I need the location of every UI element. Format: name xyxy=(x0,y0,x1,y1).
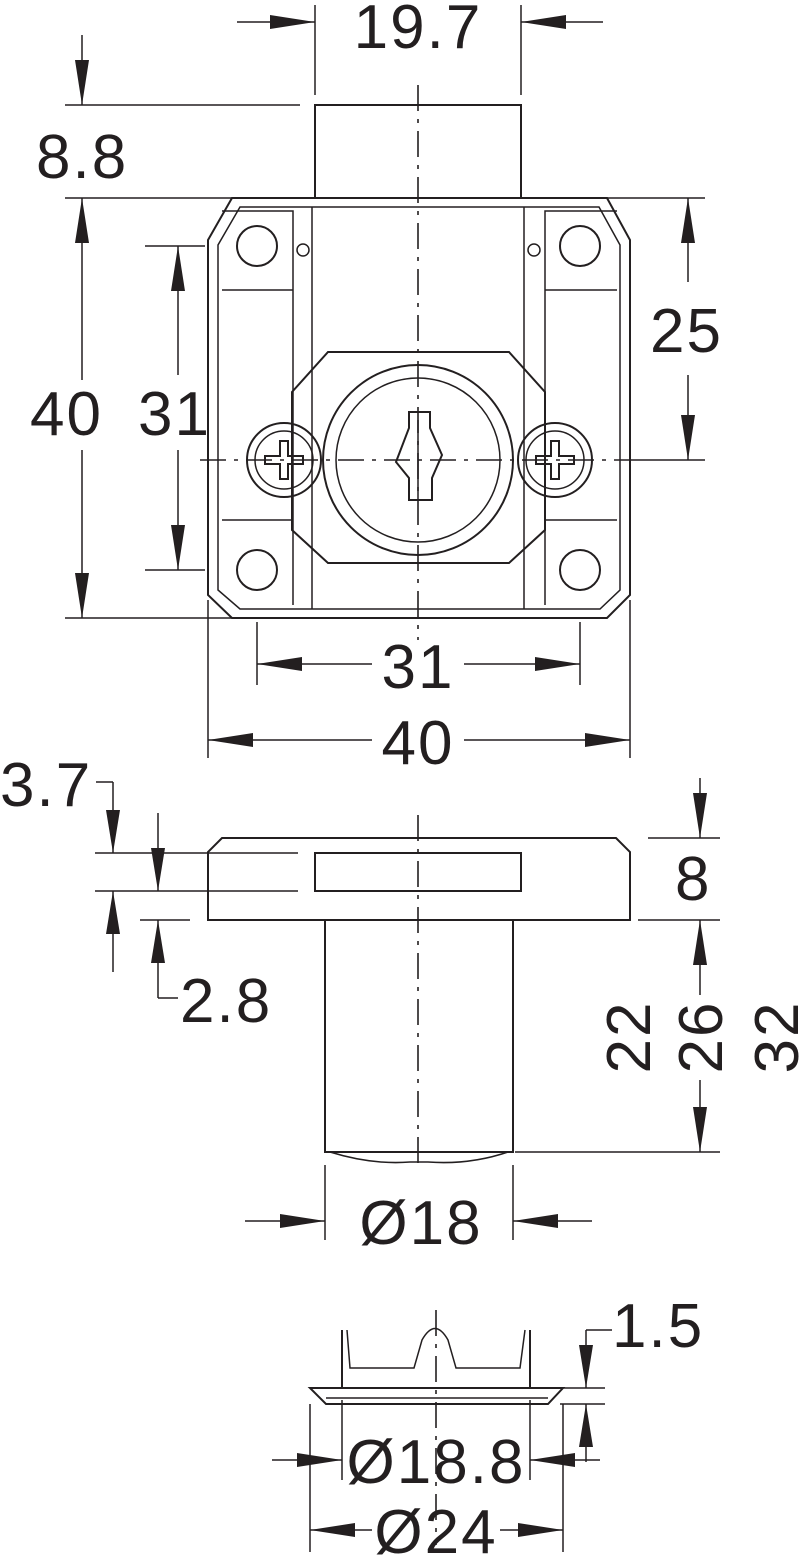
dim-slot-top-offset: 3.7 xyxy=(0,751,298,854)
dim-outer-diameter: Ø24 xyxy=(309,1404,564,1556)
cylinder-end-profile xyxy=(329,1151,509,1164)
dim-flange-height: 8 xyxy=(638,778,720,921)
dim-length-to-flange: 26 xyxy=(515,920,736,1153)
dim-slot-bottom-offset: 2.8 xyxy=(95,813,298,1036)
dim-inner-diameter: Ø18.8 xyxy=(272,1400,600,1497)
label-31-horizontal: 31 xyxy=(382,633,455,702)
pin-hole-right xyxy=(527,243,541,257)
dim-body-width: 40 xyxy=(207,600,631,778)
flange-outline xyxy=(207,837,631,921)
cylinder-outline xyxy=(324,920,514,1153)
cap-view-visible: 1.5 Ø18.8 Ø24 xyxy=(272,1292,704,1556)
dim-spindle-height: 8.8 xyxy=(36,35,300,199)
mounting-hole-tl xyxy=(236,225,278,267)
body-inner-outline xyxy=(217,206,621,610)
pin-hole-left xyxy=(296,243,310,257)
body-outline xyxy=(207,197,631,619)
label-diameter-18-8: Ø18.8 xyxy=(347,1428,526,1497)
dim-hole-spacing-vertical: 31 xyxy=(138,245,211,571)
top-view: 19.7 8.8 40 31 xyxy=(30,0,723,778)
keyway-icon xyxy=(394,411,444,501)
dim-cylinder-diameter: Ø18 xyxy=(245,1165,592,1258)
mounting-hole-bl xyxy=(236,549,278,591)
center-plate xyxy=(291,351,546,564)
label-1-5: 1.5 xyxy=(612,1292,704,1361)
mounting-hole-tr xyxy=(559,225,601,267)
label-25: 25 xyxy=(650,297,723,366)
label-40-vertical: 40 xyxy=(30,380,103,449)
label-8: 8 xyxy=(675,845,711,914)
label-3-7: 3.7 xyxy=(0,751,92,820)
mounting-hole-br xyxy=(559,549,601,591)
label-19-7: 19.7 xyxy=(354,0,483,62)
label-diameter-24: Ø24 xyxy=(374,1498,497,1556)
dim-spindle-width: 19.7 xyxy=(237,0,603,95)
label-31-vertical: 31 xyxy=(138,380,211,449)
label-diameter-18: Ø18 xyxy=(359,1189,482,1258)
dim-flange-thickness: 1.5 xyxy=(560,1292,704,1462)
label-40-horizontal: 40 xyxy=(382,709,455,778)
label-8-8: 8.8 xyxy=(36,123,128,192)
dim-hole-spacing-horizontal: 31 xyxy=(256,622,581,702)
dim-center-offset: 25 xyxy=(607,197,723,461)
label-2-8: 2.8 xyxy=(180,967,272,1036)
left-rail xyxy=(222,210,294,605)
label-26: 26 xyxy=(667,1001,736,1074)
right-rail xyxy=(544,210,617,605)
label-22: 22 xyxy=(595,1001,664,1074)
side-view: 3.7 2.8 8 2 xyxy=(0,751,800,1258)
label-32: 32 xyxy=(743,1001,800,1074)
dim-body-height: 40 xyxy=(30,198,232,619)
